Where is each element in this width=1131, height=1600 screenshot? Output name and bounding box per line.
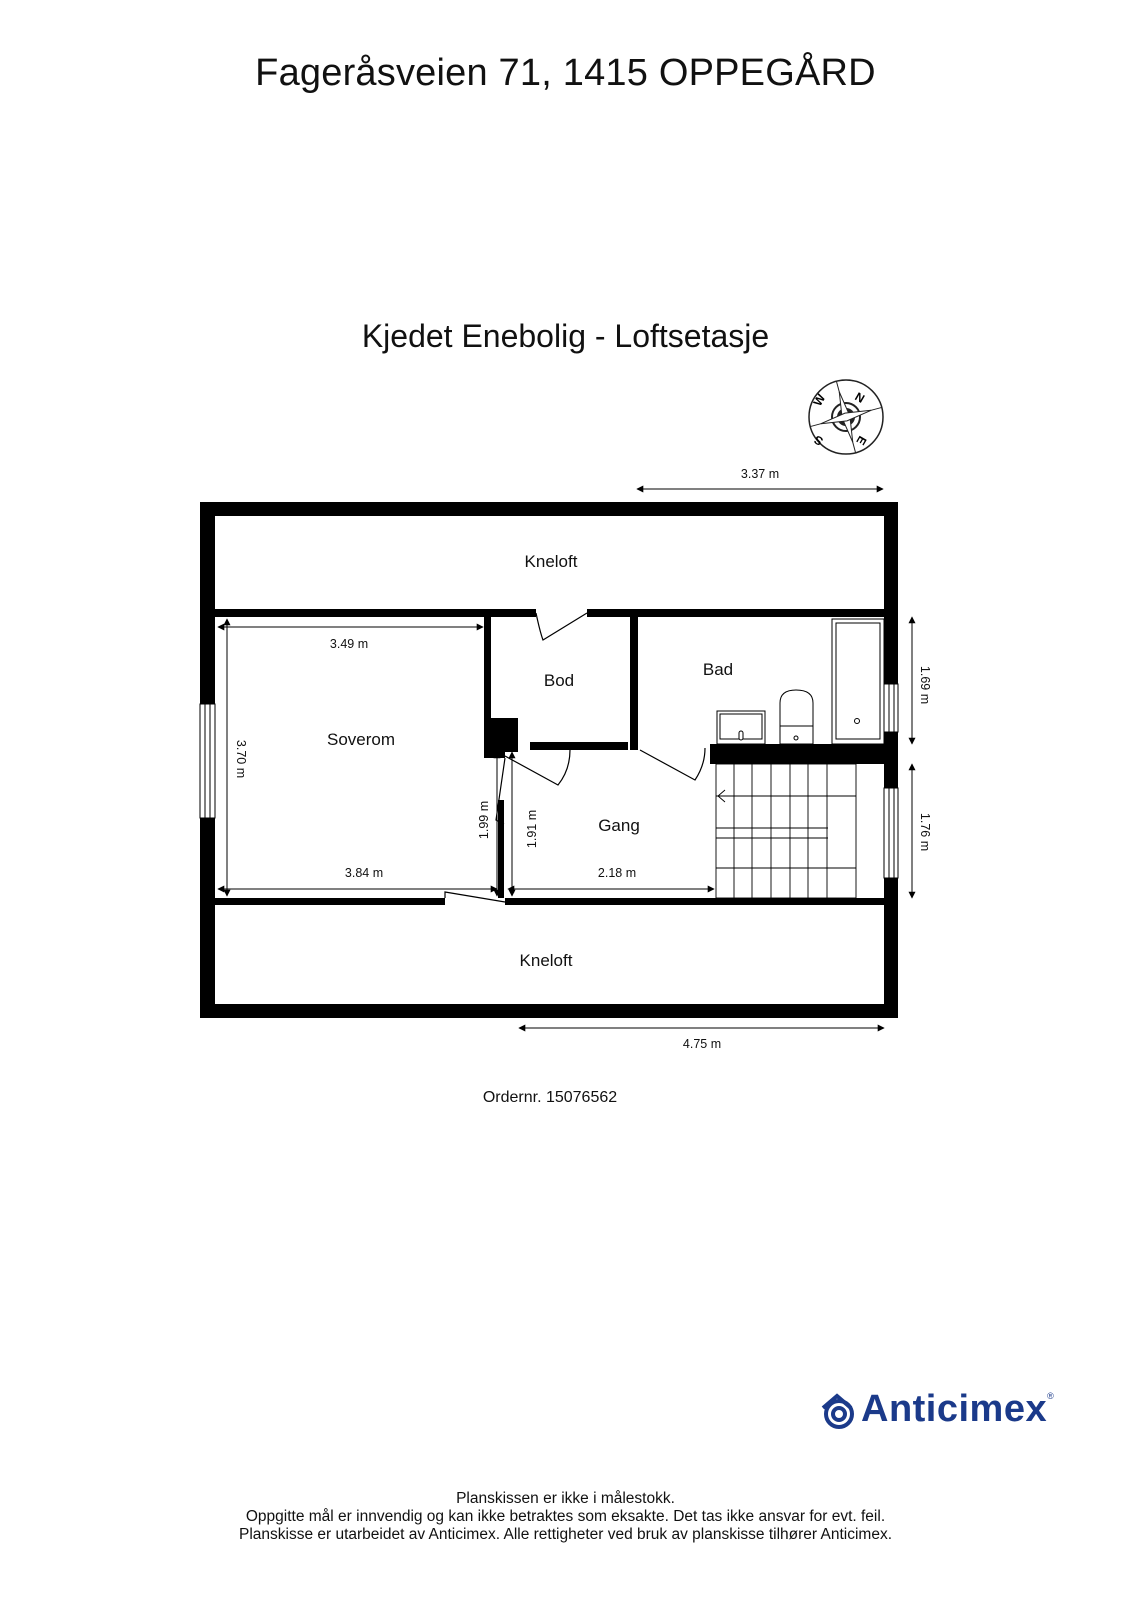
exterior-walls <box>200 502 898 1018</box>
windows <box>199 683 899 879</box>
anticimex-logo: Anticimex ® <box>815 1388 1054 1431</box>
dim-3-37: 3.37 m <box>741 467 779 481</box>
room-label-soverom: Soverom <box>327 730 395 749</box>
dim-2-18: 2.18 m <box>598 866 636 880</box>
room-label-kneloft-bottom: Kneloft <box>520 951 573 970</box>
page-title: Fageråsveien 71, 1415 OPPEGÅRD <box>255 52 876 94</box>
room-label-bad: Bad <box>703 660 733 679</box>
dim-1-69: 1.69 m <box>918 666 932 704</box>
disclaimer-line-1: Planskissen er ikke i målestokk. <box>456 1490 675 1507</box>
floor-plan-title: Kjedet Enebolig - Loftsetasje <box>361 318 770 354</box>
disclaimer-line-3: Planskisse er utarbeidet av Anticimex. A… <box>238 1526 892 1543</box>
staircase <box>715 763 857 899</box>
order-number: Ordernr. 15076562 <box>482 1089 618 1106</box>
room-label-kneloft-top: Kneloft <box>525 552 578 571</box>
dim-1-76: 1.76 m <box>918 813 932 851</box>
brand-name: Anticimex <box>861 1388 1048 1430</box>
disclaimer: Planskissen er ikke i målestokk. Oppgitt… <box>0 1490 1131 1544</box>
dim-3-70: 3.70 m <box>234 740 248 778</box>
dim-4-75: 4.75 m <box>683 1037 721 1051</box>
dimension-lines <box>217 485 916 1032</box>
room-label-bod: Bod <box>544 671 574 690</box>
anticimex-swirl-icon <box>821 1392 854 1429</box>
dim-3-49: 3.49 m <box>330 637 368 651</box>
dim-1-91: 1.91 m <box>525 810 539 848</box>
disclaimer-line-2: Oppgitte mål er innvendig og kan ikke be… <box>245 1508 886 1525</box>
dim-3-84: 3.84 m <box>345 866 383 880</box>
sink-icon <box>716 710 766 745</box>
interior-walls <box>215 609 898 905</box>
compass-rose-icon: N E S W <box>808 379 884 455</box>
registered-mark: ® <box>1047 1390 1054 1401</box>
toilet-icon <box>779 689 814 745</box>
room-label-gang: Gang <box>598 816 640 835</box>
bathtub-icon <box>831 618 885 745</box>
dim-1-99: 1.99 m <box>477 801 491 839</box>
